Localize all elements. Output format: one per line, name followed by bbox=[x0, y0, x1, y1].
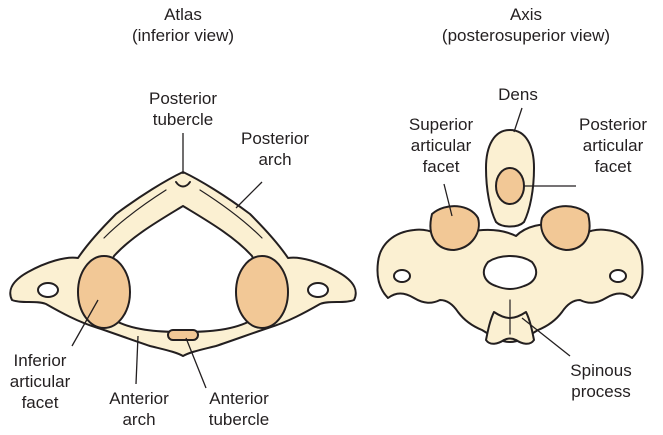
label-superior-articular-facet: Superior articular facet bbox=[396, 114, 486, 177]
posterior-facet-line-1: Posterior bbox=[566, 114, 660, 135]
axis-title: Axis (posterosuperior view) bbox=[430, 4, 622, 46]
posterior-facet-line-3: facet bbox=[566, 156, 660, 177]
posterior-arch-line-1: Posterior bbox=[232, 128, 318, 149]
inferior-facet-left bbox=[78, 256, 130, 328]
label-anterior-arch: Anterior arch bbox=[96, 388, 182, 430]
anterior-tubercle-line-2: tubercle bbox=[196, 409, 282, 430]
posterior-tubercle-line-2: tubercle bbox=[140, 109, 226, 130]
label-dens: Dens bbox=[488, 84, 548, 105]
inferior-facet-line-3: facet bbox=[0, 392, 80, 413]
posterior-arch-line-2: arch bbox=[232, 149, 318, 170]
label-spinous-process: Spinous process bbox=[556, 360, 646, 402]
spinous-process-line-1: Spinous bbox=[556, 360, 646, 381]
posterior-facet-shape bbox=[496, 168, 524, 204]
posterior-tubercle-line-1: Posterior bbox=[140, 88, 226, 109]
anterior-tubercle-line-1: Anterior bbox=[196, 388, 282, 409]
atlas-bone bbox=[10, 172, 355, 356]
anterior-arch-line-1: Anterior bbox=[96, 388, 182, 409]
anterior-arch-line-2: arch bbox=[96, 409, 182, 430]
label-posterior-tubercle: Posterior tubercle bbox=[140, 88, 226, 130]
posterior-facet-line-2: articular bbox=[566, 135, 660, 156]
label-inferior-articular-facet: Inferior articular facet bbox=[0, 350, 80, 413]
label-posterior-articular-facet: Posterior articular facet bbox=[566, 114, 660, 177]
atlas-title-line-1: Atlas bbox=[120, 4, 246, 25]
inferior-facet-line-2: articular bbox=[0, 371, 80, 392]
axis-title-line-1: Axis bbox=[430, 4, 622, 25]
superior-facet-line-3: facet bbox=[396, 156, 486, 177]
dens-line-1: Dens bbox=[488, 84, 548, 105]
leader-posterior-arch bbox=[236, 182, 262, 208]
anterior-tubercle-shape bbox=[168, 330, 198, 340]
atlas-title: Atlas (inferior view) bbox=[120, 4, 246, 46]
label-posterior-arch: Posterior arch bbox=[232, 128, 318, 170]
axis-title-line-2: (posterosuperior view) bbox=[430, 25, 622, 46]
leader-dens bbox=[514, 108, 522, 132]
spinous-process-line-2: process bbox=[556, 381, 646, 402]
label-anterior-tubercle: Anterior tubercle bbox=[196, 388, 282, 430]
superior-facet-line-2: articular bbox=[396, 135, 486, 156]
inferior-facet-right bbox=[236, 256, 288, 328]
inferior-facet-line-1: Inferior bbox=[0, 350, 80, 371]
leader-anterior-arch bbox=[136, 336, 138, 384]
atlas-title-line-2: (inferior view) bbox=[120, 25, 246, 46]
superior-facet-line-1: Superior bbox=[396, 114, 486, 135]
